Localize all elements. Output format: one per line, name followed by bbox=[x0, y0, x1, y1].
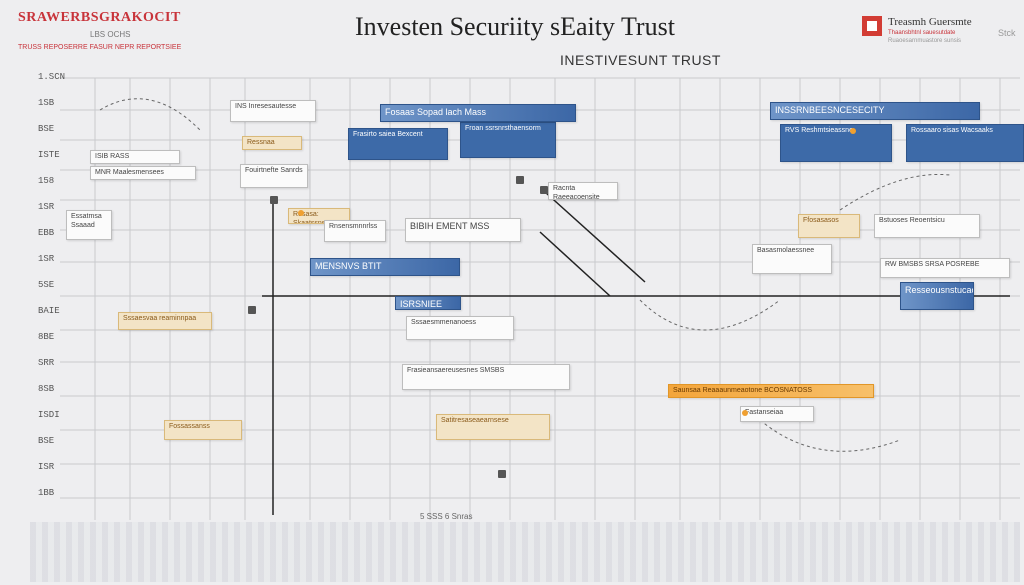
axis-label: ISTE bbox=[38, 150, 60, 160]
node-b17[interactable]: Sssaesvaa reaminnpaa bbox=[118, 312, 212, 330]
node-b20[interactable]: Fossassanss bbox=[164, 420, 242, 440]
node-b26[interactable]: Ffosasasos bbox=[798, 214, 860, 238]
brand-logo-icon bbox=[862, 16, 882, 36]
brand-left-subtitle: LBS OCHS bbox=[90, 30, 131, 39]
node-b3[interactable]: ISIB RASS bbox=[90, 150, 180, 164]
node-b27[interactable]: Bstuoses Reoentsicu bbox=[874, 214, 980, 238]
node-b11[interactable]: Fosaas Sopad lach Mass bbox=[380, 104, 576, 122]
node-b5[interactable]: Fouirtnefte Sanrds bbox=[240, 164, 308, 188]
node-b10[interactable]: Froan ssrsnrsthaensorm bbox=[460, 122, 556, 158]
axis-label: BSE bbox=[38, 436, 55, 446]
axis-label: 1SR bbox=[38, 254, 55, 264]
node-b30[interactable]: RW BMSBS SRSA POSREBE bbox=[880, 258, 1010, 278]
axis-label: EBB bbox=[38, 228, 55, 238]
node-b29[interactable]: Resseousnstucaot bbox=[900, 282, 974, 310]
node-marker bbox=[540, 186, 548, 194]
axis-label: BSE bbox=[38, 124, 55, 134]
node-b6[interactable]: Essatmsa Ssaaad bbox=[66, 210, 112, 240]
brand-left-title: SRAWERBSGRAKOCIT bbox=[18, 10, 181, 25]
axis-label: 1.SCN bbox=[38, 72, 66, 82]
axis-label: ISR bbox=[38, 462, 55, 472]
axis-label: 1BB bbox=[38, 488, 55, 498]
node-b19[interactable]: Satitresaseaearnsese bbox=[436, 414, 550, 440]
node-b24[interactable]: RVS Reshmtsieassne bbox=[780, 124, 892, 162]
connector-lines bbox=[262, 191, 1010, 515]
node-b9[interactable]: Frasirto saiea Bexcent bbox=[348, 128, 448, 160]
node-b16[interactable]: Sssaesmmenanoess bbox=[406, 316, 514, 340]
axis-label: 5SE bbox=[38, 280, 55, 290]
node-b2[interactable]: Ressnaa bbox=[242, 136, 302, 150]
bottom-label-strip bbox=[30, 522, 1020, 582]
node-b15[interactable]: ISRSNIEE RSS BOBIS bbox=[395, 296, 461, 310]
dashed-connectors bbox=[99, 98, 951, 452]
page-title: Investen Securiity sEaity Trust bbox=[355, 12, 675, 41]
node-dot bbox=[298, 210, 304, 216]
brand-side-label: Stck bbox=[998, 28, 1016, 38]
axis-label: SRR bbox=[38, 358, 55, 368]
axis-label: 8BE bbox=[38, 332, 55, 342]
node-dot bbox=[742, 410, 748, 416]
axis-label: 8SB bbox=[38, 384, 55, 394]
axis-label: BAIE bbox=[38, 306, 60, 316]
brand-logo-text: Treasmh Guersmte bbox=[888, 16, 972, 28]
node-b32[interactable]: Fastanseiaa bbox=[740, 406, 814, 422]
axis-label: 1SB bbox=[38, 98, 55, 108]
node-marker bbox=[516, 176, 524, 184]
node-marker bbox=[270, 196, 278, 204]
node-b8[interactable]: Rnsensmnnrlss bbox=[324, 220, 386, 242]
node-b4[interactable]: MNR Maalesmensees bbox=[90, 166, 196, 180]
axis-label: 158 bbox=[38, 176, 55, 186]
axis-label: 1SR bbox=[38, 202, 55, 212]
node-b28[interactable]: Basasmolaessnee bbox=[752, 244, 832, 274]
node-b1[interactable]: INS Inresesautesse bbox=[230, 100, 316, 122]
brand-left-tagline: TRUSS REPOSERRE FASUR NEPR REPORTSIEE bbox=[18, 44, 182, 51]
node-marker bbox=[498, 470, 506, 478]
node-dot bbox=[850, 128, 856, 134]
node-b12[interactable]: Racnta Raeeacoensite bbox=[548, 182, 618, 200]
node-b23[interactable]: INSSRNBEESNCESECITY bbox=[770, 102, 980, 120]
page-subtitle: INESTIVESUNT TRUST bbox=[560, 52, 721, 68]
node-b18[interactable]: Frasieansaereusesnes SMSBS bbox=[402, 364, 570, 390]
node-b31[interactable]: Saunsaa Reaaaunmeaotone BCOSNATOSS bbox=[668, 384, 874, 398]
brand-logo-subtext: Thaansbhtnl sauesutdate bbox=[888, 30, 956, 36]
node-b14[interactable]: MENSNVS BTIT bbox=[310, 258, 460, 276]
axis-label: ISDI bbox=[38, 410, 60, 420]
node-b13[interactable]: BIBIH EMENT MSS bbox=[405, 218, 521, 242]
bottom-note: 5 SSS 6 Snras bbox=[420, 512, 473, 521]
brand-logo-subtext-2: Ruaoesarnmuastore sunsis bbox=[888, 38, 962, 44]
node-b25[interactable]: Rossaaro sisas Wacsaaks bbox=[906, 124, 1024, 162]
node-marker bbox=[248, 306, 256, 314]
